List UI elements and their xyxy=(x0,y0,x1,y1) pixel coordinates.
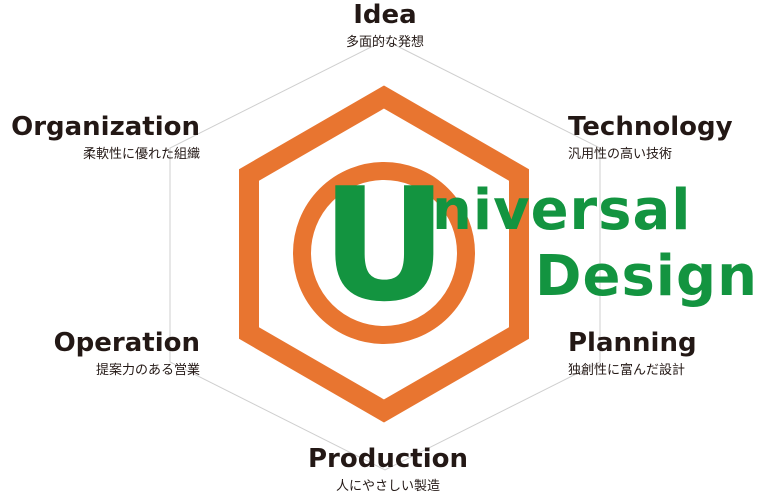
node-planning: Planning 独創性に富んだ設計 xyxy=(568,328,697,380)
node-organization-title: Organization xyxy=(11,112,200,142)
node-operation: Operation 提案力のある営業 xyxy=(54,328,200,380)
node-technology-subtitle: 汎用性の高い技術 xyxy=(568,147,673,162)
node-operation-title: Operation xyxy=(53,328,200,358)
node-production-title: Production xyxy=(308,444,468,474)
logo-word-niversal: niversal xyxy=(432,178,692,243)
node-production: Production 人にやさしい製造 xyxy=(308,444,468,496)
node-organization: Organization 柔軟性に優れた組織 xyxy=(11,112,200,164)
guide-hexagon xyxy=(169,39,601,471)
orange-hexagon xyxy=(239,85,529,423)
node-operation-subtitle: 提案力のある営業 xyxy=(95,363,200,378)
logo-word-design: Design xyxy=(535,244,757,309)
node-organization-subtitle: 柔軟性に優れた組織 xyxy=(82,147,200,162)
logo-letter-u: U xyxy=(321,154,448,336)
node-idea-subtitle: 多面的な発想 xyxy=(345,35,425,50)
node-production-subtitle: 人にやさしい製造 xyxy=(335,479,440,494)
node-technology: Technology 汎用性の高い技術 xyxy=(568,112,733,164)
node-planning-subtitle: 独創性に富んだ設計 xyxy=(568,363,686,378)
orange-ring xyxy=(293,162,475,344)
node-planning-title: Planning xyxy=(568,328,697,358)
node-idea: Idea 多面的な発想 xyxy=(346,0,424,52)
node-idea-title: Idea xyxy=(353,0,417,30)
node-technology-title: Technology xyxy=(568,112,733,142)
